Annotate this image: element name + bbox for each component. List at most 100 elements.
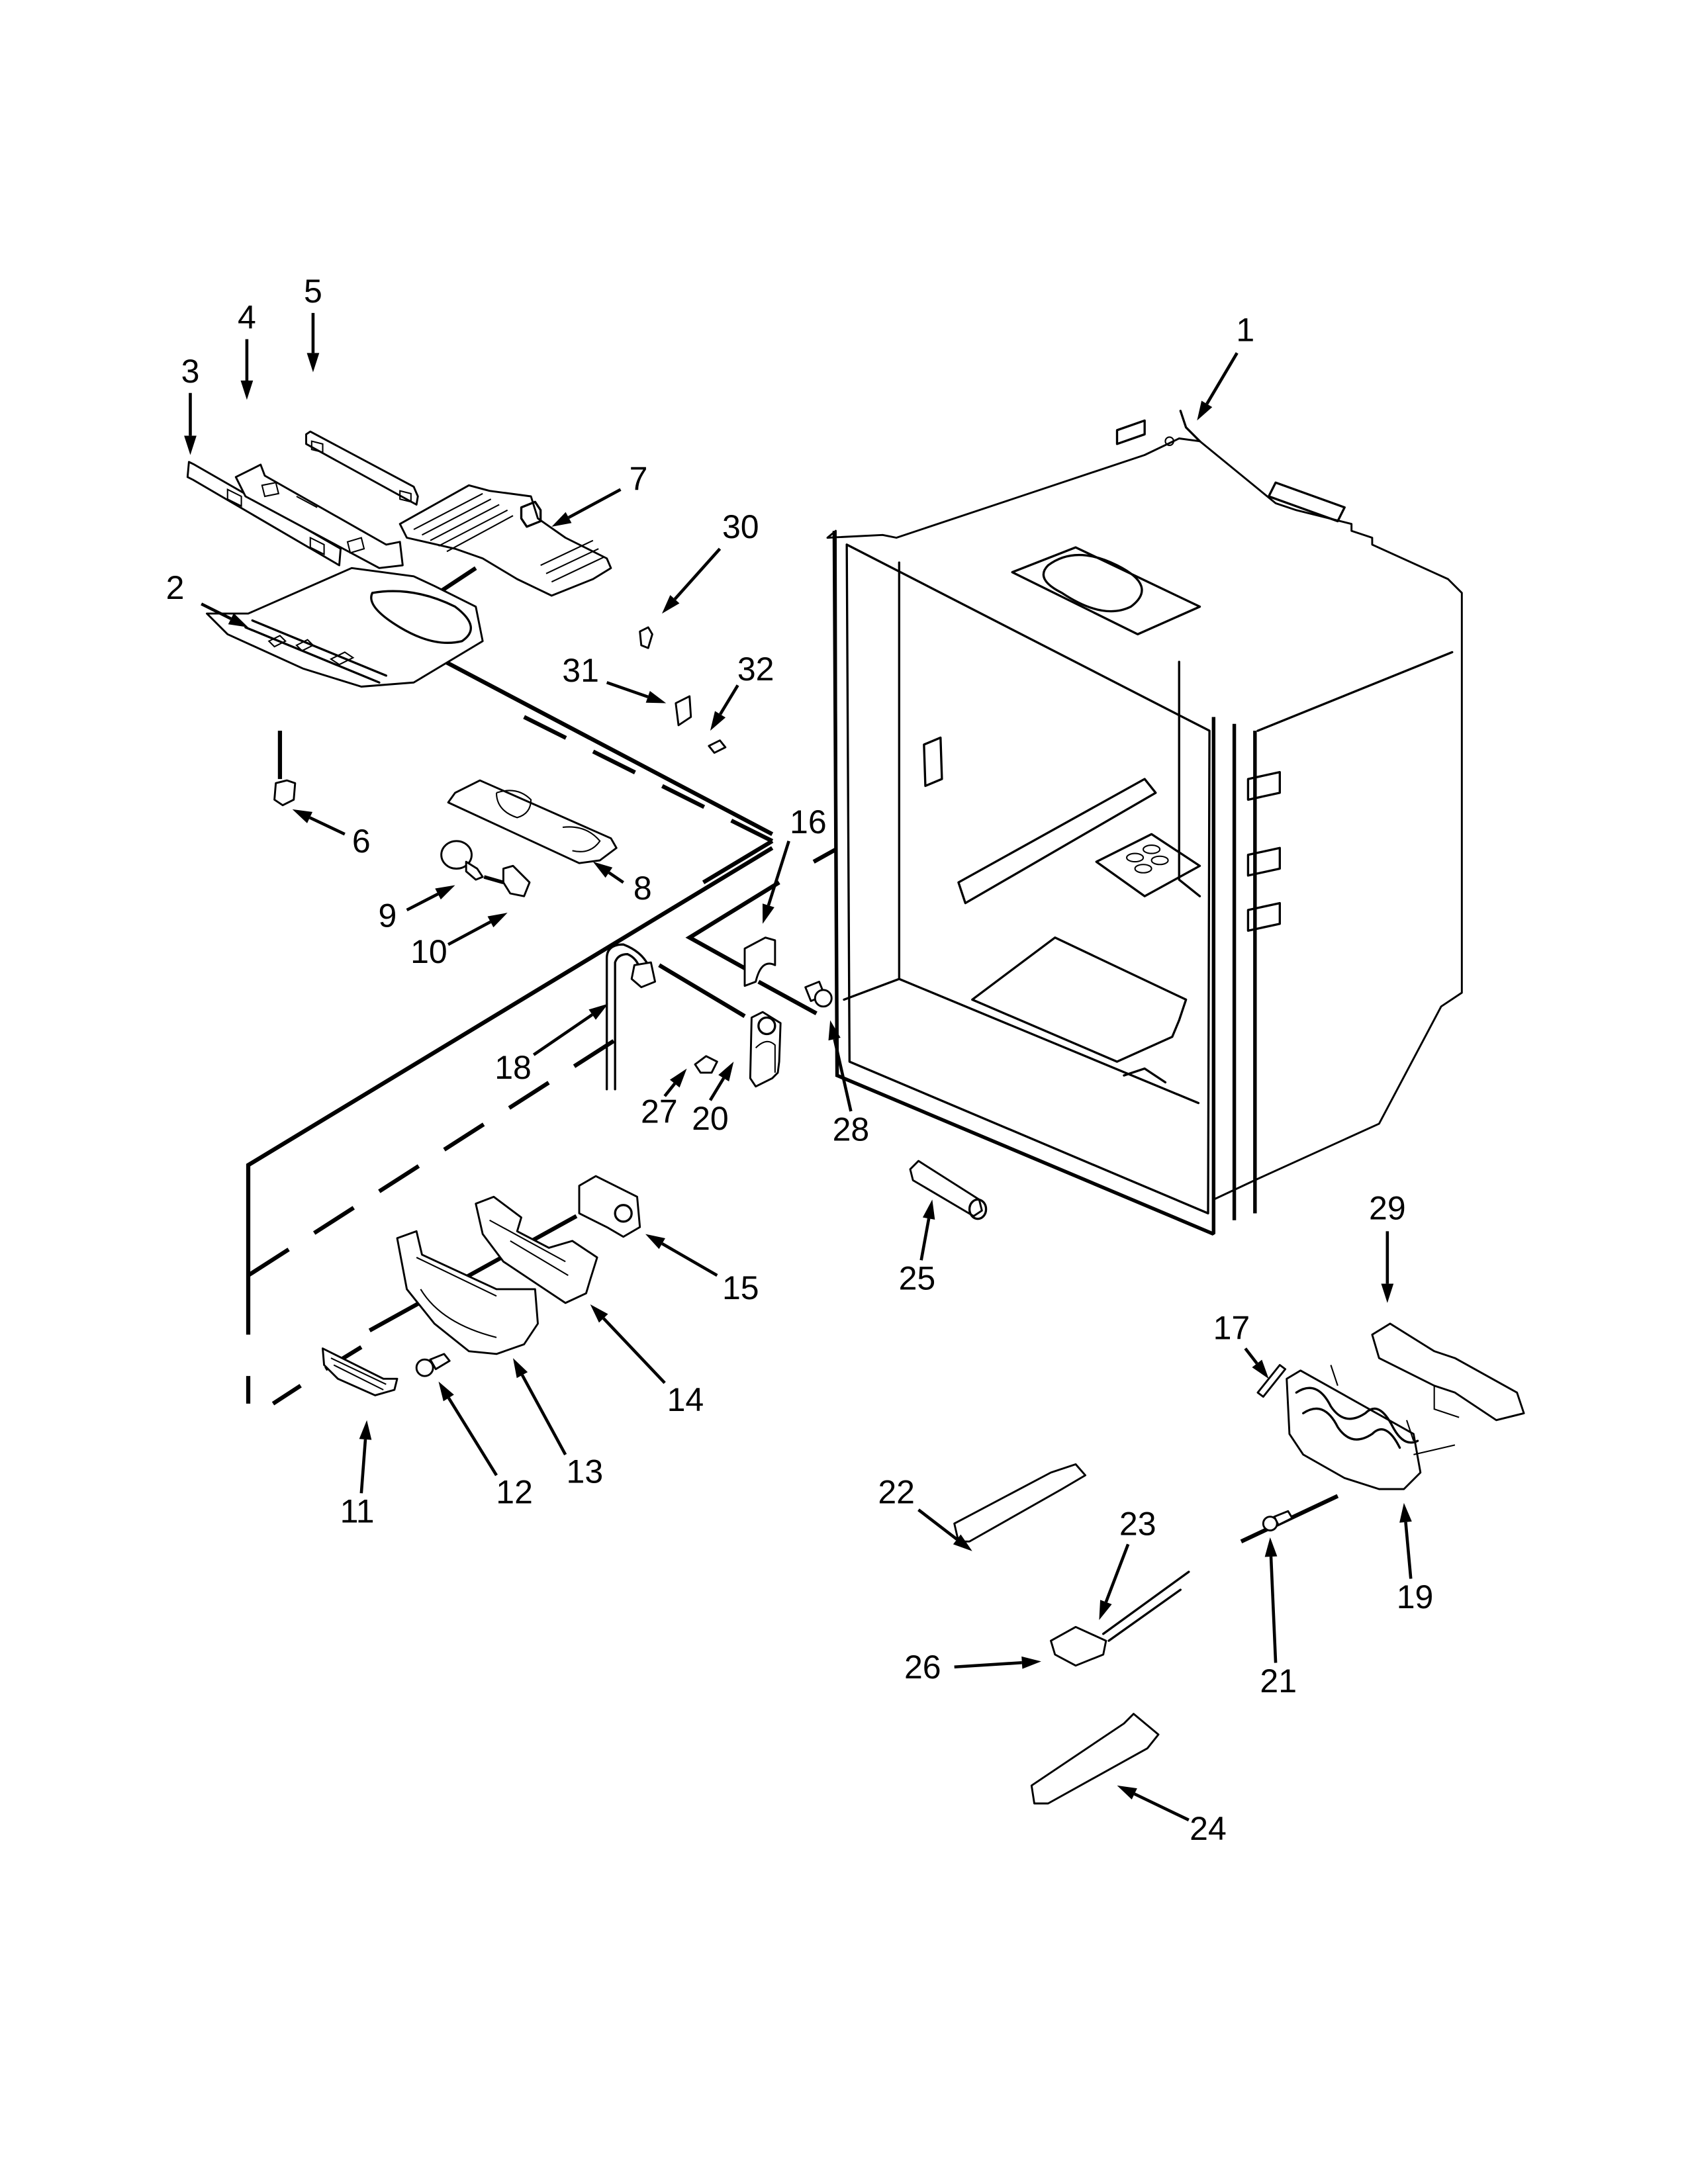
part-tube[interactable]: [606, 943, 657, 1091]
guide-line: [271, 1384, 302, 1406]
rail-outline: [953, 1463, 1087, 1543]
module-knob: [614, 1204, 633, 1223]
part-lens[interactable]: [322, 1347, 399, 1396]
callout-14[interactable]: 14: [667, 1381, 704, 1418]
part-light-bulb[interactable]: [440, 840, 484, 881]
callout-20[interactable]: 20: [692, 1100, 729, 1137]
callout-19[interactable]: 19: [1397, 1578, 1434, 1615]
part-pin[interactable]: [1256, 1364, 1287, 1398]
guide-line: [757, 979, 818, 1015]
part-air-duct-cover[interactable]: [399, 484, 612, 597]
arrowhead-icon: [718, 1062, 734, 1081]
callout-31[interactable]: 31: [562, 652, 599, 689]
part-thermistor-wire[interactable]: [1102, 1570, 1190, 1642]
guide-line: [685, 880, 780, 974]
leader-line-24: [1133, 1792, 1190, 1822]
leader-lines: [184, 312, 1413, 1822]
heater-outline: [1286, 1369, 1422, 1490]
callout-26[interactable]: 26: [904, 1649, 941, 1686]
bracket-detail: [1433, 1385, 1460, 1418]
callout-28[interactable]: 28: [833, 1111, 870, 1148]
callout-11[interactable]: 11: [340, 1493, 375, 1530]
screw-head: [814, 989, 833, 1008]
part-hinge-plate[interactable]: [675, 695, 692, 727]
liner-clips: [1246, 771, 1282, 932]
guide-line: [523, 715, 774, 843]
callout-24[interactable]: 24: [1190, 1810, 1227, 1847]
part-control-housing[interactable]: [234, 463, 404, 569]
clip-nut-body: [694, 1055, 718, 1074]
liner-vent-plate: [1095, 833, 1201, 897]
part-switch[interactable]: [273, 779, 297, 807]
part-trim-strip[interactable]: [186, 461, 342, 567]
part-housing[interactable]: [475, 1195, 598, 1304]
part-clip[interactable]: [708, 739, 727, 754]
callout-12[interactable]: 12: [496, 1474, 533, 1511]
part-clip-nut[interactable]: [694, 1055, 718, 1074]
arrowhead-icon: [828, 1020, 841, 1041]
part-light-housing-cover[interactable]: [206, 567, 484, 688]
part-sensor[interactable]: [1050, 1625, 1107, 1667]
liner-hinge-slot: [923, 736, 943, 788]
guide-line: [392, 632, 774, 837]
arrowhead-icon: [240, 381, 254, 400]
part-rail[interactable]: [953, 1463, 1087, 1543]
callout-25[interactable]: 25: [899, 1260, 936, 1297]
board-strip-slots: [310, 440, 412, 503]
callout-1[interactable]: 1: [1236, 311, 1254, 348]
callout-32[interactable]: 32: [737, 651, 774, 688]
callout-30[interactable]: 30: [722, 508, 759, 545]
callout-2[interactable]: 2: [166, 569, 185, 606]
guide-line: [658, 963, 746, 1019]
part-gasket[interactable]: [743, 936, 776, 987]
trim-strip-slots: [226, 488, 325, 556]
part-slide-rail[interactable]: [1030, 1713, 1160, 1805]
lens-housing-detail: [495, 790, 601, 852]
bracket-outline: [1371, 1322, 1525, 1422]
callout-3[interactable]: 3: [181, 353, 200, 390]
part-screw-21[interactable]: [1262, 1510, 1293, 1531]
callout-15[interactable]: 15: [722, 1269, 759, 1306]
callout-23[interactable]: 23: [1119, 1505, 1156, 1542]
guide-line: [246, 846, 774, 1335]
callout-27[interactable]: 27: [641, 1093, 678, 1130]
liner-top-recess: [1011, 546, 1201, 635]
leader-line-26: [954, 1661, 1022, 1669]
part-screw-12[interactable]: [415, 1353, 451, 1377]
callout-21[interactable]: 21: [1260, 1662, 1297, 1700]
part-hinge-bracket[interactable]: [749, 1011, 782, 1088]
housing-outline: [475, 1195, 598, 1304]
callout-18[interactable]: 18: [494, 1049, 532, 1086]
part-screw-28[interactable]: [804, 980, 833, 1008]
callout-6[interactable]: 6: [352, 823, 371, 860]
part-lamp-socket[interactable]: [483, 864, 531, 897]
wire: [1102, 1570, 1190, 1642]
callout-16[interactable]: 16: [790, 803, 827, 841]
part-light-lens-housing[interactable]: [447, 779, 618, 864]
arrowhead-icon: [669, 1068, 687, 1088]
callout-9[interactable]: 9: [379, 897, 397, 934]
arrowhead-icon: [710, 711, 726, 731]
arrowhead-icon: [1399, 1502, 1412, 1523]
callout-13[interactable]: 13: [567, 1453, 604, 1490]
liner-corner: [1179, 410, 1201, 443]
callout-5[interactable]: 5: [304, 273, 322, 310]
duct-cover-tab: [520, 500, 542, 528]
arrowhead-icon: [1381, 1283, 1394, 1303]
part-heater-assembly[interactable]: [1286, 1365, 1456, 1490]
part-bracket[interactable]: [1371, 1322, 1525, 1422]
callout-10[interactable]: 10: [410, 933, 447, 970]
part-cap[interactable]: [639, 626, 653, 649]
callout-29[interactable]: 29: [1369, 1189, 1406, 1226]
callout-4[interactable]: 4: [238, 299, 256, 336]
callout-7[interactable]: 7: [630, 460, 648, 497]
part-water-filter[interactable]: [909, 1160, 988, 1220]
callout-17[interactable]: 17: [1213, 1310, 1250, 1347]
callout-22[interactable]: 22: [878, 1474, 915, 1511]
part-module[interactable]: [578, 1175, 641, 1238]
part-liner[interactable]: [826, 410, 1463, 1236]
part-control-board-strip[interactable]: [305, 430, 419, 506]
callout-8[interactable]: 8: [633, 870, 652, 907]
part-bracket-cover[interactable]: [396, 1230, 539, 1355]
leader-line-11: [359, 1439, 367, 1494]
